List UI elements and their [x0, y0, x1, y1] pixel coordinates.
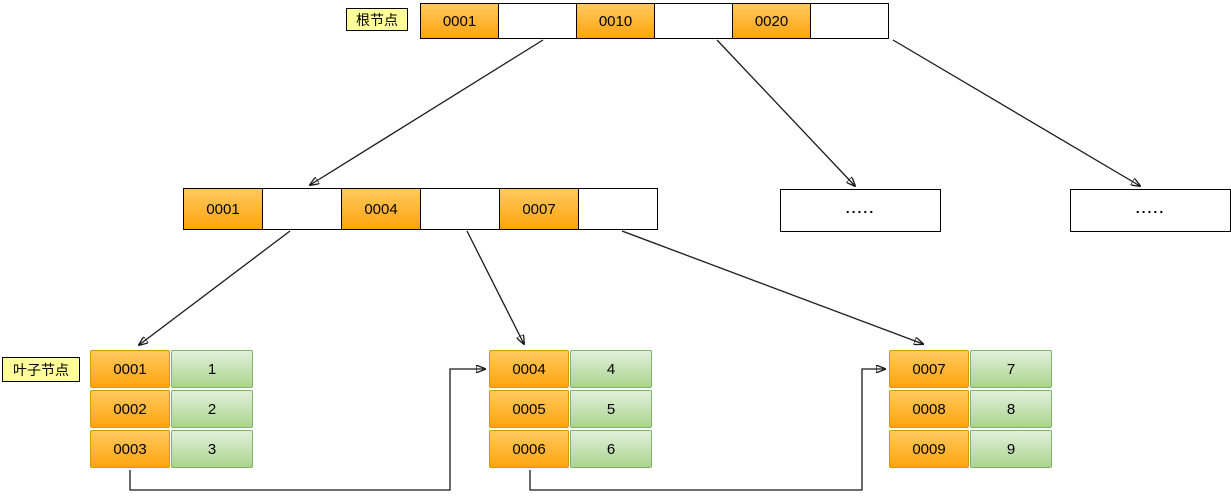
- internal-key-cell: 0001: [183, 188, 263, 230]
- arrow-root-to-ellipsis1-icon: [716, 39, 855, 186]
- leaf-value-cell: 1: [171, 350, 253, 388]
- arrow-root-to-ellipsis2-icon: [892, 39, 1140, 186]
- leaf-key-cell: 0005: [489, 390, 569, 428]
- arrow-internal-to-leaf2-icon: [466, 230, 524, 344]
- leaf-row: 0002 2: [90, 390, 253, 428]
- leaf-node-1: 0001 1 0002 2 0003 3: [90, 350, 253, 468]
- internal-key-cell: 0007: [499, 188, 579, 230]
- leaf-row: 0003 3: [90, 430, 253, 468]
- leaf-row: 0008 8: [889, 390, 1052, 428]
- leaf-key-cell: 0003: [90, 430, 170, 468]
- arrow-internal-to-leaf3-icon: [621, 230, 923, 344]
- leaf-row: 0005 5: [489, 390, 652, 428]
- root-key-cell: 0001: [420, 3, 499, 39]
- leaf-key-cell: 0007: [889, 350, 969, 388]
- leaf-node-3: 0007 7 0008 8 0009 9: [889, 350, 1052, 468]
- leaf-row: 0004 4: [489, 350, 652, 388]
- leaf-key-cell: 0004: [489, 350, 569, 388]
- leaf-row: 0001 1: [90, 350, 253, 388]
- internal-pointer-cell: [262, 188, 342, 230]
- leaf-node-label: 叶子节点: [2, 357, 80, 382]
- ellipsis-node-2: .....: [1070, 189, 1231, 232]
- leaf-row: 0006 6: [489, 430, 652, 468]
- leaf-row: 0009 9: [889, 430, 1052, 468]
- leaf-value-cell: 9: [970, 430, 1052, 468]
- leaf-value-cell: 7: [970, 350, 1052, 388]
- ellipsis-node-1: .....: [780, 189, 941, 232]
- leaf-key-cell: 0008: [889, 390, 969, 428]
- leaf-value-cell: 2: [171, 390, 253, 428]
- leaf-key-cell: 0006: [489, 430, 569, 468]
- root-node-label: 根节点: [346, 8, 408, 31]
- internal-pointer-cell: [578, 188, 658, 230]
- root-key-cell: 0010: [576, 3, 655, 39]
- arrow-internal-to-leaf1-icon: [139, 230, 291, 345]
- root-pointer-cell: [810, 3, 889, 39]
- root-key-cell: 0020: [732, 3, 811, 39]
- leaf-key-cell: 0009: [889, 430, 969, 468]
- leaf-value-cell: 8: [970, 390, 1052, 428]
- leaf-value-cell: 3: [171, 430, 253, 468]
- internal-pointer-cell: [420, 188, 500, 230]
- leaf-value-cell: 6: [570, 430, 652, 468]
- root-pointer-cell: [498, 3, 577, 39]
- leaf-key-cell: 0002: [90, 390, 170, 428]
- leaf-key-cell: 0001: [90, 350, 170, 388]
- root-node: 0001 0010 0020: [420, 3, 889, 39]
- leaf-value-cell: 4: [570, 350, 652, 388]
- internal-node: 0001 0004 0007: [183, 188, 658, 230]
- leaf-node-2: 0004 4 0005 5 0006 6: [489, 350, 652, 468]
- arrow-root-to-internal-icon: [310, 39, 544, 185]
- root-pointer-cell: [654, 3, 733, 39]
- leaf-value-cell: 5: [570, 390, 652, 428]
- leaf-row: 0007 7: [889, 350, 1052, 388]
- internal-key-cell: 0004: [341, 188, 421, 230]
